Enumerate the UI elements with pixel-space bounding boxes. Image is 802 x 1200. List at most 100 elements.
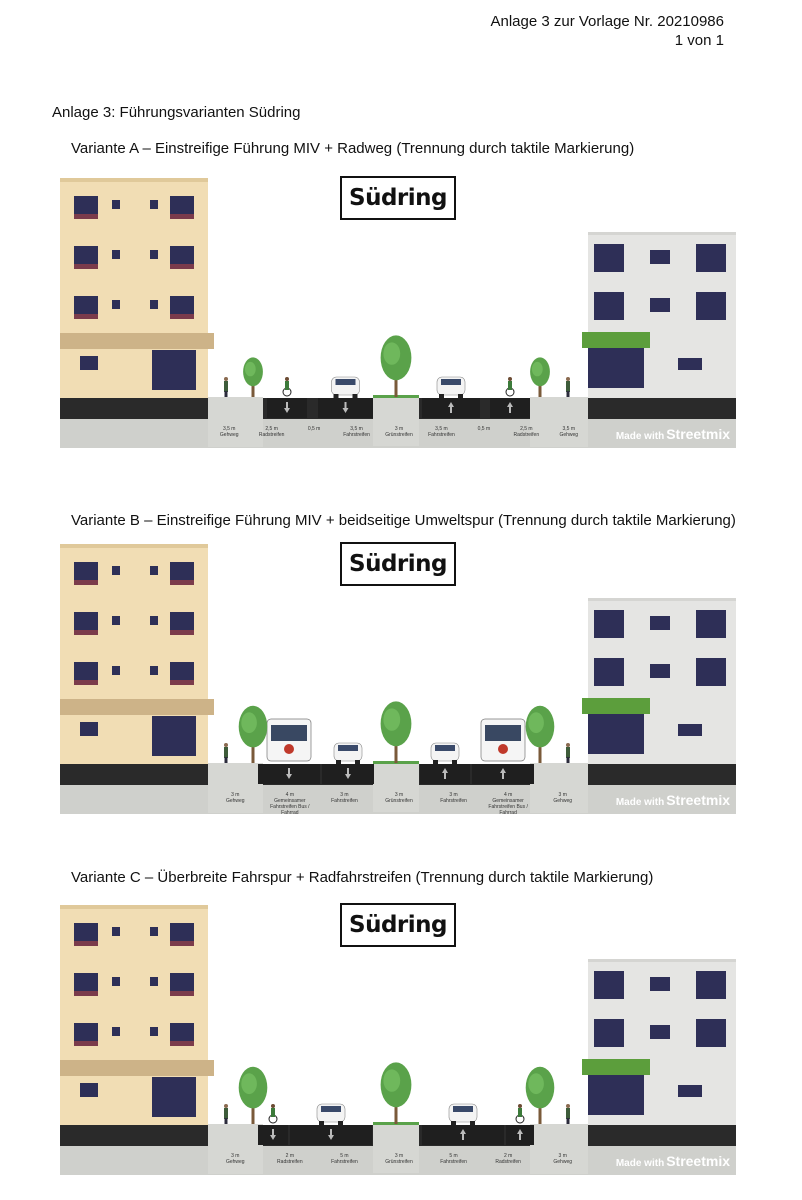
segment-name: Fahrstreifen bbox=[331, 798, 358, 804]
segment-width: 0,5 m bbox=[477, 426, 491, 432]
segment-width: 3,5 m bbox=[222, 426, 236, 432]
segment-width: 3 m bbox=[394, 426, 404, 432]
tree-icon bbox=[238, 705, 268, 763]
cyclist-icon bbox=[282, 377, 292, 397]
segment-name: Gemeinsamer Fahrstreifen Bus / Fahrrad bbox=[488, 798, 528, 814]
segment-name: Gehweg bbox=[225, 1159, 245, 1165]
segment-name: Fahrstreifen bbox=[440, 1159, 467, 1165]
building-left bbox=[60, 905, 214, 1125]
cyclist-icon bbox=[268, 1104, 278, 1124]
street-name-sign: Südring bbox=[340, 542, 456, 586]
segment-name: Radstreifen bbox=[495, 1159, 521, 1165]
segment-name: Fahrstreifen bbox=[343, 432, 370, 438]
arrow-down-icon bbox=[286, 768, 292, 779]
segment-width: 3 m bbox=[340, 792, 349, 798]
segment-label: 0,5 m bbox=[463, 426, 505, 432]
arrow-down-icon bbox=[342, 402, 349, 413]
building-right bbox=[582, 959, 736, 1125]
building-left bbox=[60, 544, 214, 764]
cyclist-icon bbox=[515, 1104, 525, 1124]
arrow-up-icon bbox=[442, 768, 448, 779]
segment-name: Radstreifen bbox=[258, 432, 285, 438]
car-icon bbox=[436, 376, 466, 398]
building-left bbox=[60, 178, 214, 398]
bus-icon bbox=[266, 718, 312, 762]
pedestrian-icon bbox=[566, 1104, 570, 1124]
segment-name: Fahrstreifen bbox=[428, 432, 455, 438]
document-header: Anlage 3 zur Vorlage Nr. 20210986 1 von … bbox=[490, 12, 724, 50]
pedestrian-icon bbox=[224, 1104, 228, 1124]
variant-c-title: Variante C – Überbreite Fahrspur + Radfa… bbox=[71, 869, 654, 886]
segment-width: 0,5 m bbox=[307, 426, 321, 432]
section-title: Anlage 3: Führungsvarianten Südring bbox=[52, 104, 301, 121]
segment-width: 5 m bbox=[340, 1153, 349, 1159]
arrow-up-icon bbox=[460, 1129, 466, 1140]
car-icon bbox=[333, 742, 363, 764]
segment-width: 3 m bbox=[558, 1153, 567, 1159]
bus-icon bbox=[480, 718, 526, 762]
segment-width: 3 m bbox=[449, 792, 458, 798]
segment-width: 3 m bbox=[394, 1153, 404, 1159]
car-icon bbox=[448, 1103, 478, 1125]
segment-name: Grünstreifen bbox=[385, 798, 413, 804]
pedestrian-icon bbox=[566, 377, 570, 397]
segment-width: 4 m bbox=[285, 792, 295, 798]
segment-width: 4 m bbox=[503, 792, 513, 798]
car-icon bbox=[331, 376, 360, 398]
street-name-sign: Südring bbox=[340, 176, 456, 220]
building-right bbox=[582, 598, 736, 764]
segment-name: Gehweg bbox=[553, 798, 573, 804]
pedestrian-icon bbox=[224, 743, 228, 763]
segment-width: 2,5 m bbox=[265, 426, 278, 432]
tree-icon bbox=[525, 705, 555, 763]
segment-width: 3 m bbox=[558, 792, 567, 798]
segment-name: Gehweg bbox=[219, 432, 239, 438]
segment-name: Radstreifen bbox=[513, 432, 540, 438]
arrow-up-icon bbox=[448, 402, 454, 413]
arrow-down-icon bbox=[328, 1129, 334, 1140]
segment-label: 0,5 m bbox=[293, 426, 335, 432]
variant-a-title: Variante A – Einstreifige Führung MIV + … bbox=[71, 140, 635, 157]
segment-width: 2 m bbox=[285, 1153, 295, 1159]
segment-name: Gemeinsamer Fahrstreifen Bus / Fahrrad bbox=[270, 798, 310, 814]
segment-width: 3,5 m bbox=[350, 426, 363, 432]
street-name-sign: Südring bbox=[340, 903, 456, 947]
cyclist-icon bbox=[505, 377, 515, 397]
segment-width: 2,5 m bbox=[520, 426, 533, 432]
segment-width: 3 m bbox=[231, 792, 240, 798]
header-line-1: Anlage 3 zur Vorlage Nr. 20210986 bbox=[490, 13, 724, 30]
segment-name: Fahrstreifen bbox=[331, 1159, 358, 1165]
arrow-up-icon bbox=[517, 1129, 523, 1140]
segment-width: 3 m bbox=[394, 792, 404, 798]
segment-width: 2 m bbox=[503, 1153, 513, 1159]
arrow-up-icon bbox=[500, 768, 506, 779]
segment-width: 5 m bbox=[449, 1153, 458, 1159]
tree-icon bbox=[380, 701, 412, 763]
building-right bbox=[582, 232, 736, 398]
header-line-2: 1 von 1 bbox=[674, 32, 724, 49]
arrow-down-icon bbox=[284, 402, 290, 413]
arrow-up-icon bbox=[507, 402, 513, 413]
car-icon bbox=[316, 1103, 346, 1125]
tree-icon bbox=[238, 1066, 268, 1124]
segment-name: Fahrstreifen bbox=[440, 798, 467, 804]
